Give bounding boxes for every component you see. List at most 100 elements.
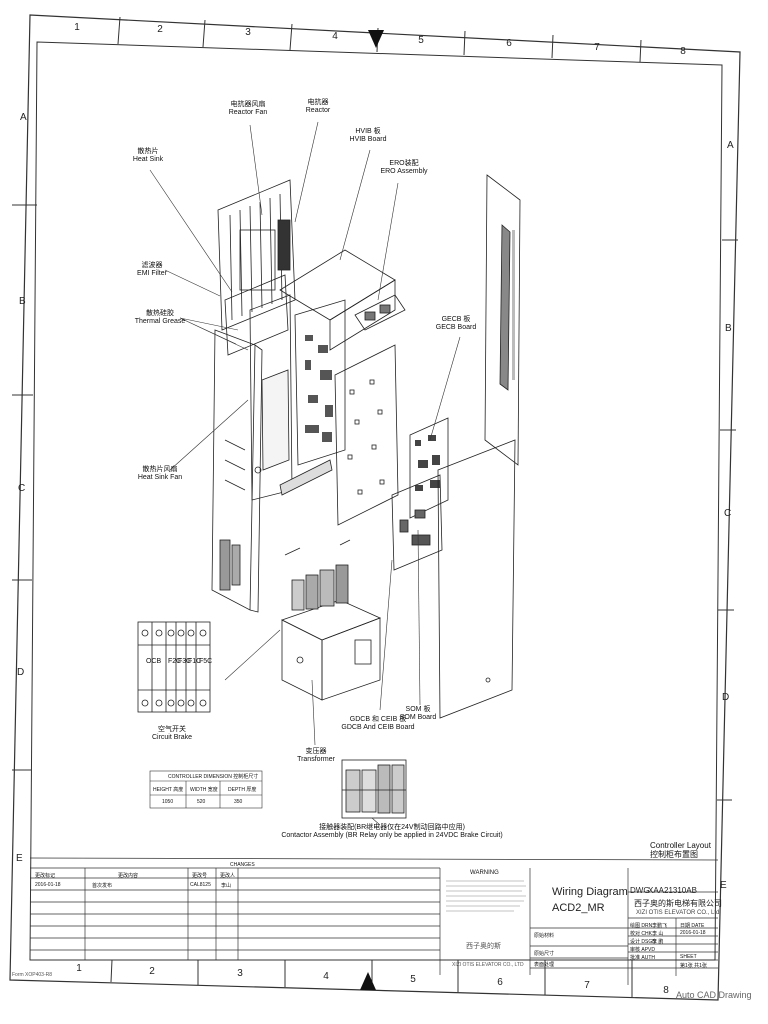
approval-label-chk: 校对 CHK (630, 931, 652, 937)
back-door-panel (484, 174, 521, 466)
grid-top-6: 6 (506, 38, 512, 49)
rev-row-content: 首次发布 (92, 883, 113, 889)
approval-value-dsgn: 李 鹏 (652, 939, 664, 945)
sheet-label: SHEET (680, 954, 697, 960)
sheet-title-zh: 控制柜布置图 (650, 850, 698, 859)
grid-bottom-1: 1 (76, 963, 82, 974)
grid-bottom-6: 6 (497, 977, 503, 988)
rev-row-number: CAL8125 (190, 882, 211, 888)
warning-label: WARNING (470, 870, 499, 876)
company-name-en: XIZI OTIS ELEVATOR CO., LTD (452, 962, 524, 968)
dwg-number: XAA21310AB (648, 886, 697, 895)
grid-top-3: 3 (245, 27, 251, 38)
grid-left-c: C (18, 483, 26, 494)
rev-header-person: 更改人 (220, 873, 236, 879)
company-name-zh: 西子奥的斯 (466, 943, 501, 950)
grid-left-e: E (16, 853, 23, 864)
left-side-panel (211, 329, 263, 613)
grid-top-4: 4 (332, 31, 338, 42)
grid-bottom-7: 7 (584, 980, 590, 991)
callout-contactor-assembly: 接触器装配(BR继电器仅在24V制动回路中应用)Contactor Assemb… (281, 824, 503, 839)
company-full-zh: 西子奥的斯电梯有限公司 (634, 899, 722, 908)
rev-row-person: 李山 (221, 883, 232, 889)
breaker-label-f3c: F3C (178, 658, 192, 665)
dimension-table-grid (149, 770, 263, 809)
grid-left-d: D (17, 667, 25, 678)
sheet-value: 第1张 共1张 (680, 963, 707, 969)
breaker-label-ocb: OCB (146, 658, 162, 665)
approval-label-dsgn: 设计 DSGN (630, 939, 656, 945)
grid-right-a: A (727, 140, 734, 151)
grid-bottom-4: 4 (323, 971, 329, 982)
front-door-panel (437, 439, 516, 719)
circuit-breaker-row (137, 621, 211, 713)
form-number: Form XOP403-R8 (12, 972, 53, 978)
drawing-title-line2: ACD2_MR (552, 902, 605, 914)
dimension-value-height: 1050 (162, 799, 174, 805)
gecb-board (409, 417, 449, 519)
date-label: 日期 DATE (680, 923, 705, 929)
ero-assembly (354, 294, 406, 331)
som-gdcb-boards (391, 474, 443, 571)
sheet-frame (9, 14, 741, 1001)
cabinet-body (249, 294, 293, 501)
rev-row-date: 2016-01-18 (35, 882, 61, 888)
row-label-material: 原始材料 (534, 933, 555, 939)
rev-header-number: 更改号 (192, 873, 208, 879)
grid-bottom-3: 3 (237, 968, 243, 979)
approval-label-auth: 批准 AUTH (630, 955, 656, 961)
approval-value-drn: 李鹏飞 (652, 923, 668, 929)
sheet-title-en: Controller Layout (650, 841, 711, 850)
grid-bottom-8: 8 (663, 985, 669, 996)
grid-top-2: 2 (157, 24, 163, 35)
grid-top-5: 5 (418, 35, 424, 46)
dimension-table-title: CONTROLLER DIMENSION 控制柜尺寸 (168, 774, 259, 780)
grid-top-8: 8 (680, 46, 686, 57)
top-center-arrow-icon (368, 30, 384, 48)
grid-right-c: C (724, 508, 732, 519)
row-label-size: 原始尺寸 (534, 951, 555, 957)
contactor-cluster (284, 539, 351, 611)
exploded-cabinet-drawing (137, 174, 521, 819)
contactor-assembly-detail (341, 759, 407, 819)
transformer-base (280, 599, 382, 701)
hvib-board-assembly (279, 249, 396, 466)
drawing-title-line1: Wiring Diagram (552, 886, 628, 898)
date-value: 2016-01-18 (680, 930, 706, 936)
changes-label: CHANGES (230, 862, 255, 868)
grid-bottom-2: 2 (149, 966, 155, 977)
approval-label-drn: 绘图 DRN (630, 923, 653, 929)
grid-top-7: 7 (594, 42, 600, 53)
row-label-finish: 表面处理 (534, 962, 555, 968)
breaker-label-f5c: F5C (199, 658, 213, 665)
leader-lines (149, 121, 461, 826)
dimension-header-height: HEIGHT 高度 (153, 787, 184, 793)
dimension-value-depth: 350 (234, 799, 243, 805)
grid-top-1: 1 (74, 22, 80, 33)
grid-right-d: D (722, 692, 730, 703)
company-full-en: XIZI OTIS ELEVATOR CO., Ltd (636, 910, 720, 916)
rev-header-mark: 更改标记 (35, 873, 56, 879)
grid-left-b: B (19, 296, 26, 307)
breaker-label-f2c: F2C (168, 658, 182, 665)
rev-header-content: 更改内容 (118, 873, 139, 879)
heat-sink-assembly (217, 179, 296, 356)
grid-right-b: B (725, 323, 732, 334)
dimension-header-width: WIDTH 宽度 (190, 787, 218, 793)
dimension-header-depth: DEPTH 厚度 (228, 787, 257, 793)
breaker-label-f1c: F1C (188, 658, 202, 665)
grid-bottom-5: 5 (410, 974, 416, 985)
warning-notice-text (444, 878, 528, 918)
din-rail (279, 459, 333, 496)
